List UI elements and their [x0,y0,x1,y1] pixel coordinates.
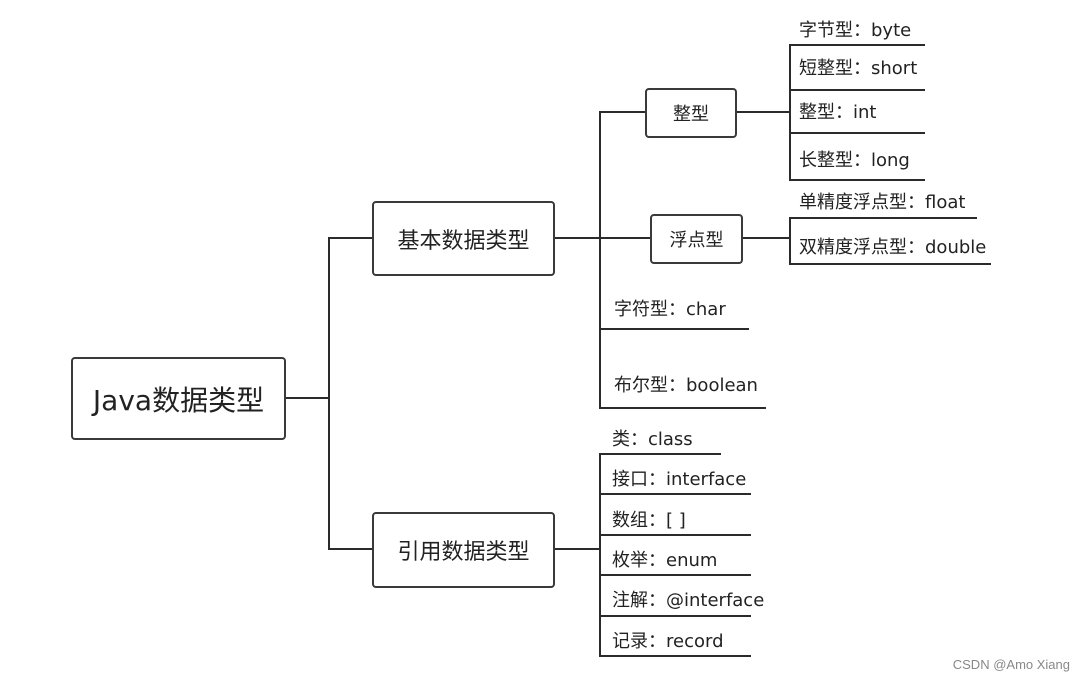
leaf-byte: 字节型：byte [799,20,912,41]
leaf-record: 记录：record [612,631,724,652]
leaf-array: 数组：[ ] [612,510,686,531]
root-node: Java数据类型 [71,357,286,440]
leaf-boolean: 布尔型：boolean [614,375,758,396]
root-label: Java数据类型 [92,383,265,417]
primitive-types-label: 基本数据类型 [397,228,530,254]
leaf-enum: 枚举：enum [612,550,718,571]
watermark: CSDN @Amo Xiang [952,657,1070,672]
leaf-float: 单精度浮点型：float [799,192,966,213]
leaf-long: 长整型：long [799,150,910,171]
integer-types-label: 整型 [673,104,709,125]
leaf-short: 短整型：short [799,58,918,79]
leaf-annotation: 注解：@interface [612,590,765,611]
float-types-node: 浮点型 [650,214,743,264]
float-types-label: 浮点型 [669,230,724,251]
leaf-int: 整型：int [799,102,877,123]
integer-types-node: 整型 [645,88,737,138]
primitive-types-node: 基本数据类型 [372,201,555,276]
leaf-char: 字符型：char [614,299,726,320]
reference-types-label: 引用数据类型 [397,540,530,565]
leaf-double: 双精度浮点型：double [799,237,987,258]
reference-types-node: 引用数据类型 [372,512,555,588]
leaf-class: 类：class [612,429,693,450]
leaf-interface: 接口：interface [612,469,747,490]
